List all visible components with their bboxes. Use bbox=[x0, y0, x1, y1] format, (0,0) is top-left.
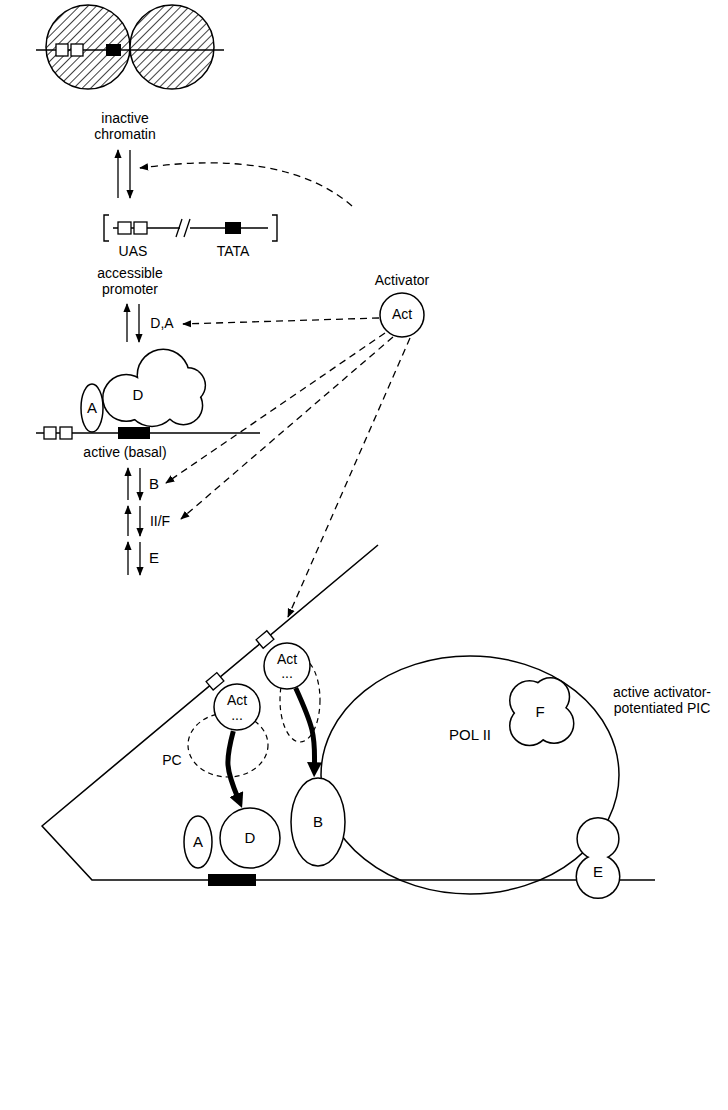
activator-effect-arrow bbox=[181, 337, 393, 519]
reverse-arrow bbox=[117, 150, 118, 198]
activator-circle: Act... bbox=[263, 642, 311, 690]
cloud-lobe bbox=[517, 689, 563, 735]
polymerase-circle-outline bbox=[320, 655, 620, 895]
tata-box bbox=[225, 222, 241, 234]
cloud-fill bbox=[577, 819, 619, 898]
reverse-arrow bbox=[127, 506, 128, 536]
factor-lobes-outline bbox=[576, 816, 620, 900]
factor-name: F bbox=[535, 704, 544, 721]
uas-box bbox=[44, 427, 56, 439]
activator-effect-arrow bbox=[140, 163, 352, 206]
cloud-outline bbox=[577, 819, 619, 898]
break-mark bbox=[176, 219, 190, 237]
tata-box bbox=[208, 874, 256, 886]
cloud-lobe bbox=[577, 855, 619, 897]
factor-cloud: F bbox=[505, 674, 575, 750]
uas-box bbox=[60, 427, 72, 439]
uas-box bbox=[71, 44, 83, 56]
polymerase-circle: POL II bbox=[320, 655, 620, 895]
uas-box bbox=[118, 222, 131, 234]
factor-lobes: E bbox=[576, 816, 620, 900]
activator-circle-shape bbox=[264, 643, 310, 689]
charge-dots: ... bbox=[281, 667, 293, 680]
forward-arrow bbox=[129, 150, 130, 198]
nucleosome bbox=[130, 5, 214, 89]
activator-effect-arrow bbox=[183, 318, 379, 324]
cloud-lobe bbox=[165, 387, 202, 424]
tfiid-cloud-outline bbox=[96, 345, 208, 429]
factor-name: B bbox=[313, 814, 323, 831]
factor-oval-shape bbox=[184, 816, 212, 868]
uas-box bbox=[56, 44, 68, 56]
bracket bbox=[104, 215, 109, 241]
factor-oval-shape bbox=[81, 384, 103, 432]
factor-name: A bbox=[193, 834, 203, 851]
tata-box bbox=[118, 427, 150, 439]
factor-name: D bbox=[133, 387, 144, 404]
factor-name: Act bbox=[277, 652, 297, 667]
activator-circle: Act... bbox=[213, 683, 261, 731]
forward-arrow bbox=[139, 506, 140, 536]
element-label: UAS bbox=[119, 243, 148, 259]
factor-name: Act bbox=[227, 693, 247, 708]
factor-oval: A bbox=[183, 815, 213, 869]
cloud-outline bbox=[511, 679, 574, 745]
activator-circle: ActivatorAct bbox=[379, 292, 425, 338]
cloud-lobe bbox=[578, 819, 618, 859]
state-label: active activator- potentiated PIC bbox=[610, 684, 714, 716]
cloud-outline bbox=[104, 350, 205, 426]
step-label: D,A bbox=[150, 315, 173, 331]
uas-box bbox=[206, 673, 224, 690]
uas-box bbox=[134, 222, 147, 234]
cloud-lobe-fill bbox=[517, 689, 563, 735]
forward-arrow bbox=[138, 304, 139, 342]
activator-name: Activator bbox=[375, 273, 429, 288]
cloud-fill bbox=[104, 350, 205, 426]
state-label: inactive chromatin bbox=[85, 110, 165, 142]
element-label: TATA bbox=[217, 243, 250, 259]
step-label: B bbox=[149, 475, 159, 492]
state-label: accessible promoter bbox=[85, 265, 175, 297]
tata-box bbox=[106, 44, 121, 56]
tfiid-cloud: D bbox=[96, 345, 208, 429]
factor-oval: A bbox=[80, 383, 104, 433]
factor-name: D bbox=[245, 830, 256, 847]
tbp-circle-shape bbox=[220, 808, 280, 868]
bracket bbox=[272, 215, 277, 241]
state-label: active (basal) bbox=[83, 444, 166, 460]
reverse-arrow bbox=[127, 468, 128, 500]
factor-name: POL II bbox=[449, 727, 491, 744]
factor-name: Act bbox=[392, 307, 412, 322]
cloud-lobe-fill bbox=[577, 855, 619, 897]
activation-arrow bbox=[228, 731, 238, 798]
reverse-arrow bbox=[127, 542, 128, 575]
factor-name: E bbox=[593, 864, 603, 881]
activator-effect-arrow bbox=[288, 338, 410, 617]
forward-arrow bbox=[139, 542, 140, 575]
cloud-lobe-fill bbox=[578, 819, 618, 859]
dna-strand bbox=[42, 545, 655, 880]
step-label: E bbox=[149, 549, 159, 566]
activator-circle-shape bbox=[214, 684, 260, 730]
nucleosome bbox=[46, 5, 130, 89]
complex-label: PC bbox=[162, 752, 181, 768]
cloud-lobe-fill bbox=[165, 387, 202, 424]
activator-circle-shape bbox=[380, 293, 424, 337]
factor-oval: B bbox=[290, 777, 346, 867]
forward-arrow bbox=[139, 468, 140, 500]
uas-box bbox=[256, 631, 274, 648]
factor-name: A bbox=[87, 400, 97, 417]
cloud-fill bbox=[511, 679, 574, 745]
factor-oval-shape bbox=[291, 778, 345, 866]
reverse-arrow bbox=[126, 304, 127, 342]
activation-arrow bbox=[296, 688, 315, 767]
polymerase-circle-shape bbox=[321, 656, 619, 894]
step-label: II/F bbox=[150, 513, 170, 529]
charge-dots: ... bbox=[231, 709, 243, 722]
tbp-circle: D bbox=[219, 807, 281, 869]
